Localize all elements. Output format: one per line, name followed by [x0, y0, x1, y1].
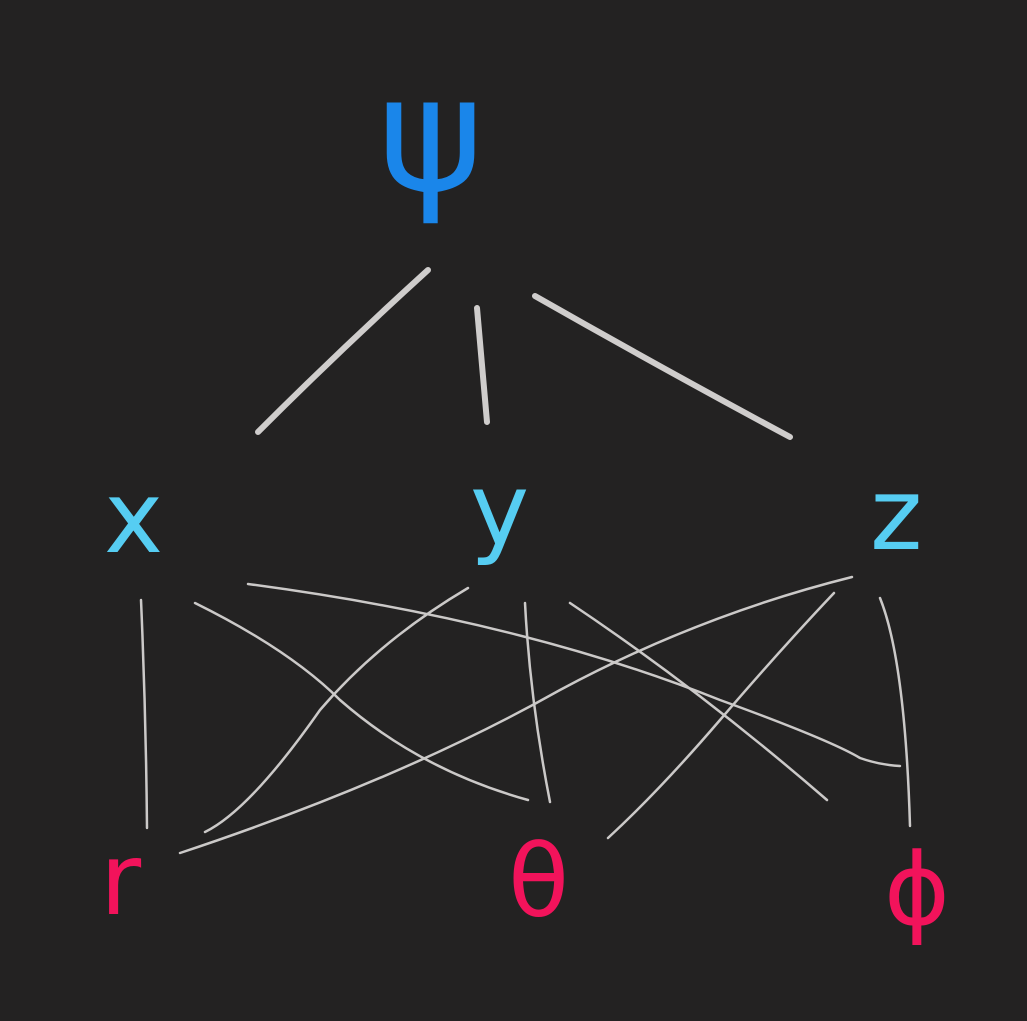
- edge-psi-x: [255, 267, 431, 435]
- edge-z-r: [178, 575, 854, 855]
- node-r-label: r: [100, 821, 142, 938]
- edge-x-theta: [193, 601, 530, 802]
- edge-z-theta: [606, 591, 836, 840]
- node-psi: ψ: [378, 55, 484, 215]
- node-x-label: x: [104, 459, 164, 576]
- edge-psi-y: [474, 305, 490, 425]
- edge-y-r: [203, 586, 470, 834]
- node-z-label: z: [870, 456, 923, 573]
- node-phi-label: ϕ: [884, 831, 950, 948]
- node-phi: ϕ: [884, 840, 950, 940]
- edge-x-r: [139, 598, 149, 830]
- node-y-label: y: [470, 451, 530, 568]
- node-x: x: [104, 468, 163, 568]
- node-y: y: [470, 460, 529, 560]
- node-theta-label: θ: [508, 823, 570, 940]
- edge-psi-z: [532, 293, 793, 440]
- edge-y-phi: [568, 601, 829, 802]
- edge-z-phi: [878, 596, 912, 828]
- node-z: z: [870, 465, 923, 565]
- node-psi-label: ψ: [378, 41, 484, 228]
- edge-y-theta: [523, 601, 552, 804]
- edge-x-phi: [246, 582, 902, 768]
- node-theta: θ: [508, 832, 569, 932]
- node-r: r: [100, 830, 141, 930]
